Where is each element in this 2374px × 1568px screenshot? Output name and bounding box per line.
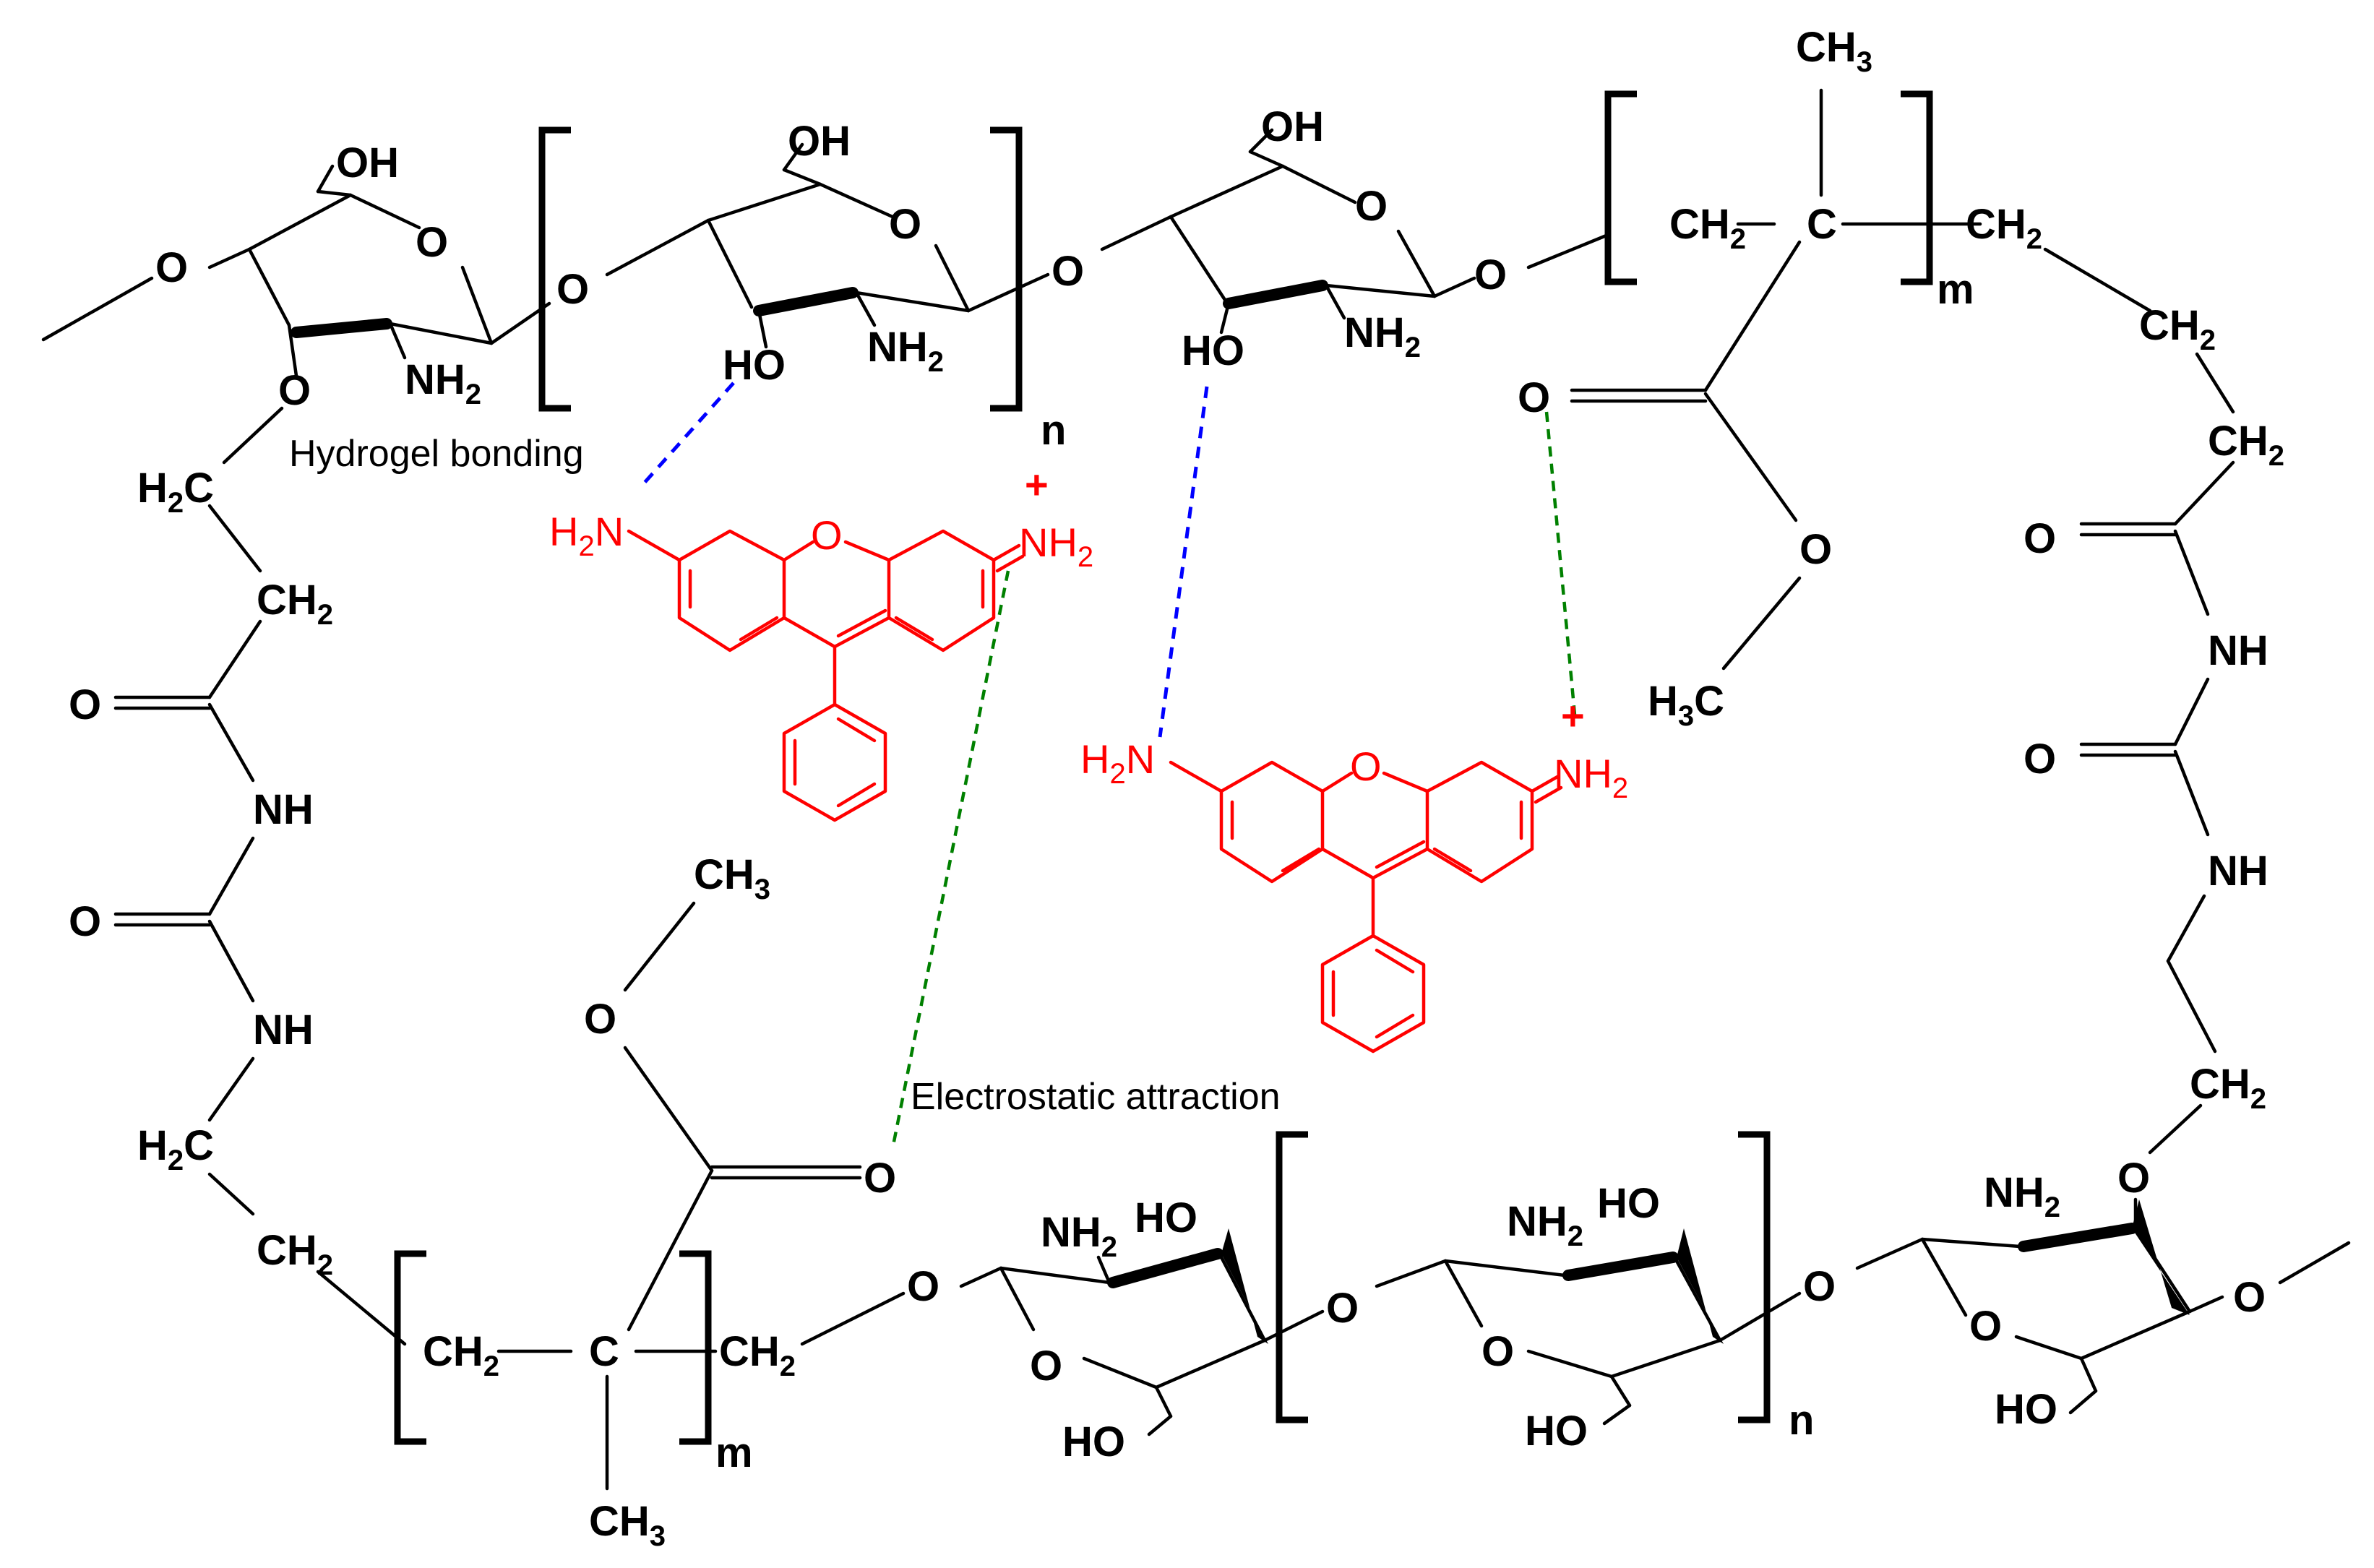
- atom-o-ring1: O: [416, 219, 448, 266]
- atom-o-bottom-right: O: [2233, 1274, 2266, 1321]
- atom-o-methoxy-top: O: [1799, 526, 1832, 573]
- hydrogen-bonding-label: Hydrogel bonding: [289, 433, 584, 475]
- atom-ho-ring4-bottom: HO: [1062, 1418, 1125, 1465]
- charge-plus-dye2: +: [1561, 693, 1585, 738]
- atom-o-ring5: O: [1481, 1328, 1514, 1375]
- bottom-chitosan-chain: [496, 901, 2351, 1491]
- atom-o-link2: O: [1051, 248, 1084, 295]
- atom-o-ring6: O: [1969, 1303, 2002, 1350]
- electrostatic-line-right: [1544, 411, 1578, 723]
- repeat-n-bottom: n: [1789, 1397, 1814, 1444]
- atom-c-bottom-acrylate: C: [589, 1328, 619, 1375]
- atom-nh-left-1: NH: [253, 786, 314, 833]
- atom-o-top-left: O: [155, 244, 188, 291]
- atom-ch2-top-right: CH2: [1966, 201, 2042, 255]
- atom-nh2-ring4: NH2: [1041, 1209, 1117, 1263]
- atom-ch2-right-2: CH2: [2208, 418, 2284, 472]
- repeat-brackets: [394, 90, 1933, 1445]
- atom-o-link3: O: [1474, 251, 1507, 298]
- atom-ho-ring6: HO: [1995, 1386, 2057, 1433]
- atom-ch2-right-3: CH2: [2190, 1061, 2266, 1115]
- repeat-n-top: n: [1041, 407, 1066, 454]
- atom-nh2-ring3: NH2: [1344, 309, 1421, 363]
- electrostatic-attraction-label: Electrostatic attraction: [911, 1076, 1281, 1118]
- atom-o-ring3: O: [1355, 183, 1388, 230]
- atom-ch3-bottom: CH3: [589, 1498, 666, 1552]
- dye-labels: H2N O NH2 + H2N O NH2 +: [549, 462, 1628, 804]
- atom-oh-ring1: OH: [336, 139, 399, 186]
- atom-h2c-left-1: H2C: [137, 465, 214, 519]
- atom-ch3-bottom-methoxy: CH3: [694, 851, 770, 905]
- atom-ch2-left-1: CH2: [257, 577, 333, 631]
- bottom-chain-labels: CH2 C CH2 CH3 m O O CH3 O NH2 HO O HO O …: [423, 851, 2266, 1552]
- hbond-line-middle: [1158, 386, 1209, 738]
- hbond-line-left: [642, 382, 735, 486]
- top-chitosan-chain: [41, 88, 2235, 1155]
- atom-h2n-dye2: H2N: [1080, 736, 1155, 790]
- atom-o-dye1: O: [811, 512, 843, 558]
- rhodamine-dye-right: [1169, 760, 1563, 1054]
- atom-ho-ring2: HO: [723, 342, 786, 389]
- atom-o-ring4: O: [1030, 1343, 1062, 1390]
- atom-o-ring1-bottom: O: [278, 367, 311, 414]
- atom-oh-ring3: OH: [1261, 103, 1324, 150]
- atom-h2c-left-2: H2C: [137, 1122, 214, 1176]
- top-chain-labels: O OH O O NH2 O OH O HO NH2 n O OH O HO N…: [155, 24, 2042, 732]
- left-chain-labels: H2C CH2 O NH O NH H2C CH2: [69, 465, 333, 1281]
- atom-c-top-acrylate: C: [1807, 201, 1837, 248]
- atom-o-ring2: O: [889, 201, 921, 248]
- atom-o-right-1: O: [2024, 515, 2056, 562]
- atom-nh-left-2: NH: [253, 1007, 314, 1054]
- atom-ho-ring3: HO: [1182, 327, 1244, 374]
- atom-nh2-ring2: NH2: [867, 324, 944, 378]
- atom-o-bottom-link2: O: [1326, 1285, 1359, 1332]
- atom-ho-ring5: HO: [1597, 1180, 1660, 1227]
- atom-nh2-ring5: NH2: [1507, 1198, 1583, 1252]
- atom-ch2-right-1: CH2: [2139, 302, 2216, 356]
- atom-o-bottom-link3: O: [1803, 1263, 1836, 1310]
- atom-nh-right-2: NH: [2208, 848, 2268, 895]
- atom-ch3-top: CH3: [1796, 24, 1872, 78]
- atom-ch2-bottom-right-acrylate: CH2: [719, 1328, 796, 1382]
- atom-nh2-ring6: NH2: [1984, 1169, 2060, 1223]
- atom-o-right-3: O: [2117, 1155, 2150, 1202]
- atom-ch2-top-acrylate: CH2: [1669, 201, 1746, 255]
- atom-ho-ring4: HO: [1135, 1194, 1197, 1241]
- atom-o-left-1: O: [69, 681, 101, 728]
- atom-nh2plus-dye2: NH2: [1554, 751, 1628, 804]
- repeat-m-bottom: m: [715, 1429, 753, 1476]
- atom-o-right-2: O: [2024, 736, 2056, 783]
- atom-ch2-left-2: CH2: [257, 1227, 333, 1281]
- atom-nh2-ring1: NH2: [405, 356, 481, 410]
- electrostatic-line-left: [890, 570, 1010, 1150]
- atom-oh-ring2: OH: [788, 118, 851, 165]
- atom-o-ester-top: O: [1518, 374, 1550, 421]
- atom-o-left-2: O: [69, 898, 101, 945]
- atom-o-ester-bottom: O: [864, 1155, 896, 1202]
- atom-o-dye2: O: [1350, 744, 1382, 789]
- atom-o-methoxy-bottom: O: [584, 996, 616, 1043]
- atom-ch2-bottom-acrylate: CH2: [423, 1328, 499, 1382]
- atom-h2n-dye1: H2N: [549, 509, 624, 562]
- atom-nh2plus-dye1: NH2: [1019, 520, 1093, 573]
- atom-h3c-top: H3C: [1648, 678, 1724, 732]
- atom-ho-ring5-bottom: HO: [1525, 1408, 1588, 1455]
- atom-nh-right-1: NH: [2208, 627, 2268, 674]
- atom-o-bottom-link1: O: [907, 1263, 939, 1310]
- charge-plus-dye1: +: [1025, 462, 1049, 507]
- repeat-m-top: m: [1937, 266, 1974, 313]
- rhodamine-dye-left: [627, 529, 1025, 822]
- interaction-lines: [642, 382, 1578, 1150]
- atom-o-link1: O: [556, 266, 589, 313]
- left-spacer-chain: [113, 406, 407, 1346]
- right-chain-labels: CH2 CH2 O NH O NH CH2 O: [2024, 302, 2284, 1202]
